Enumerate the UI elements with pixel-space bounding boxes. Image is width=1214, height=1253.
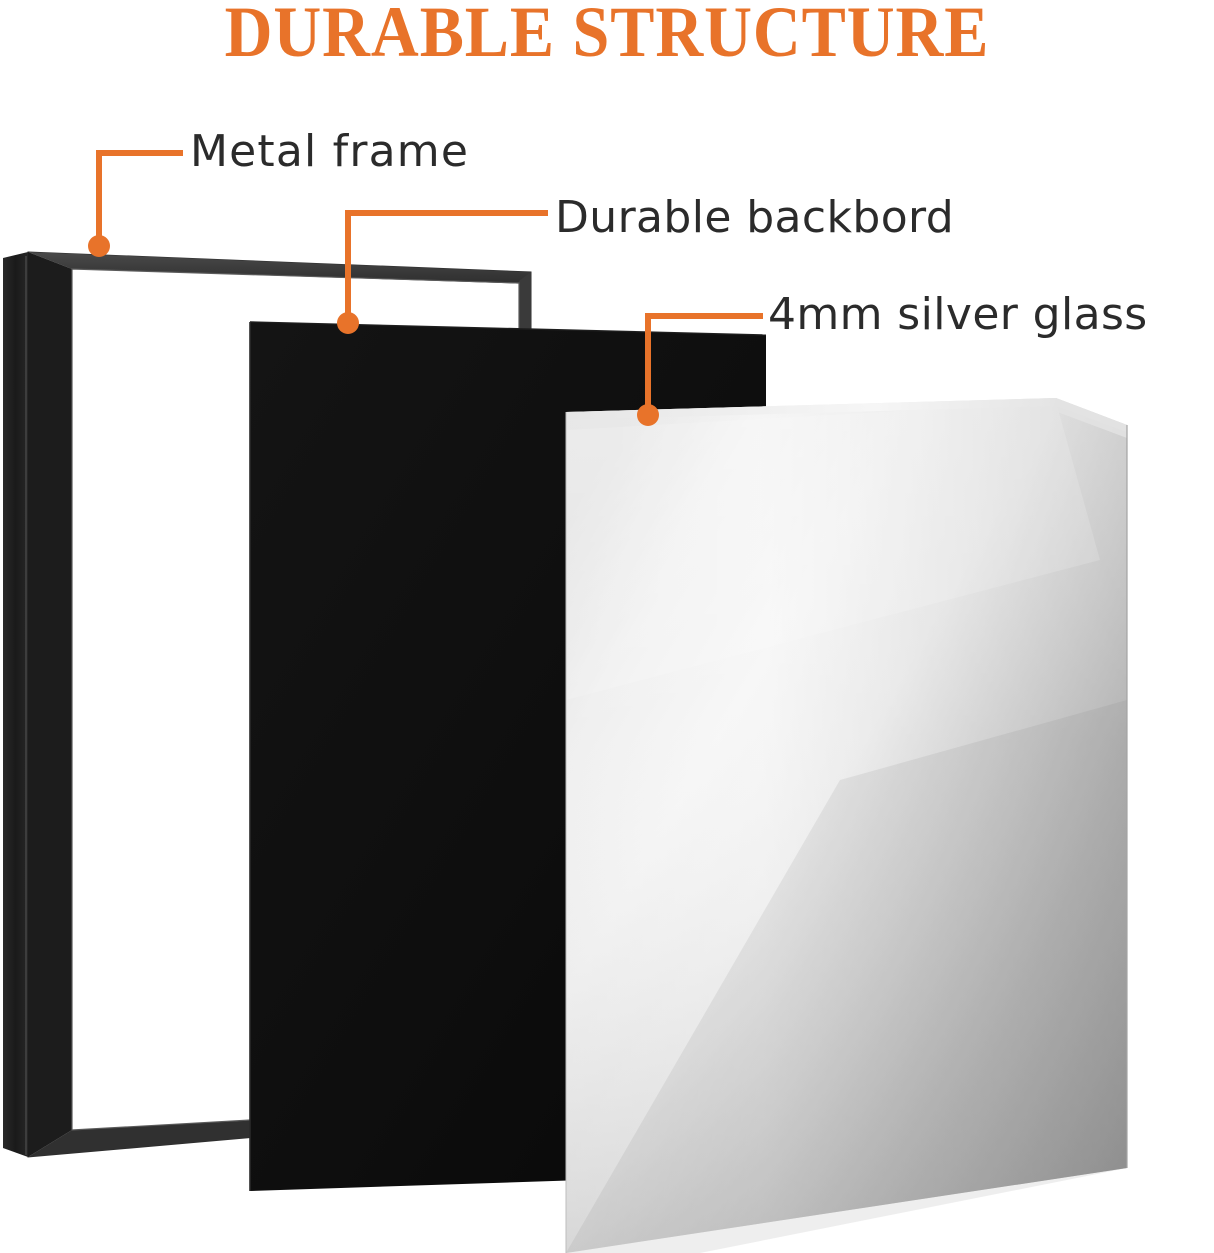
- silver-glass-layer: [565, 398, 1128, 1253]
- callout-label-metal-frame: Metal frame: [190, 126, 470, 177]
- callout-dot-metal-frame: [88, 235, 110, 257]
- callout-leader-silver-glass: [637, 313, 763, 426]
- callout-dot-backbord: [337, 312, 359, 334]
- callout-leaders: [88, 150, 763, 426]
- callout-leader-backbord: [337, 210, 548, 334]
- page-title: DURABLE STRUCTURE: [224, 0, 990, 72]
- callout-label-durable-backbord: Durable backbord: [555, 192, 955, 243]
- callout-dot-silver-glass: [637, 404, 659, 426]
- callout-label-silver-glass: 4mm silver glass: [768, 289, 1148, 340]
- callout-leader-metal-frame: [88, 150, 183, 257]
